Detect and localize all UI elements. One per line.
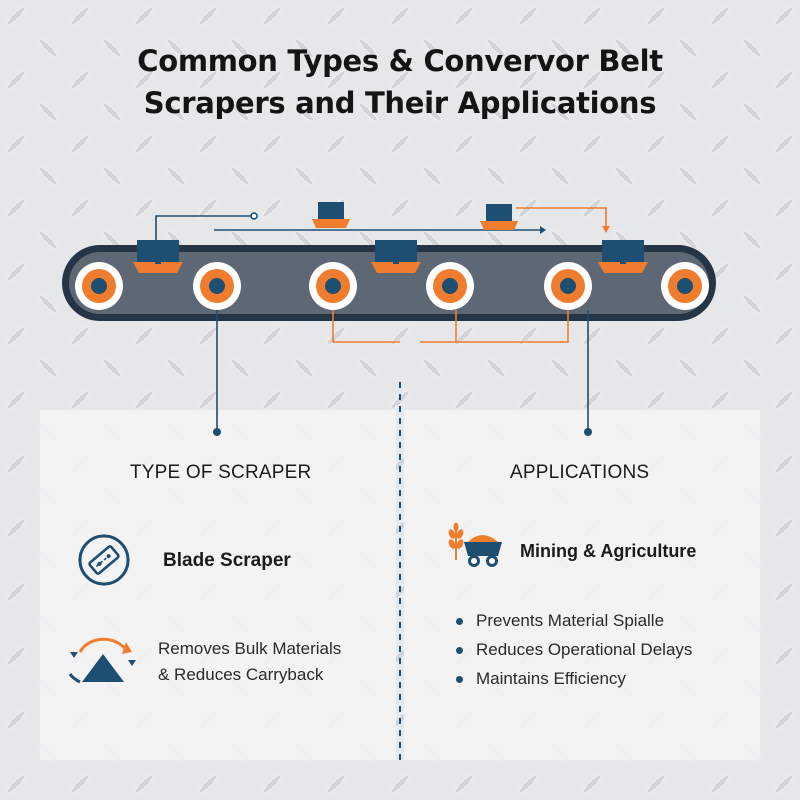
- blade-scraper-title: Blade Scraper: [163, 550, 291, 571]
- list-item: Prevents Material Spialle: [456, 608, 692, 637]
- removes-line-2: & Reduces Carryback: [158, 665, 324, 684]
- scraper-belt-3: [598, 240, 648, 273]
- page-title: Common Types & Convervor Belt Scrapers a…: [0, 40, 800, 124]
- roller: [544, 262, 592, 310]
- benefits-list: Prevents Material Spialle Reduces Operat…: [456, 608, 692, 695]
- material-pile-cycle-icon: [68, 637, 136, 684]
- title-line-2: Scrapers and Their Applications: [143, 86, 657, 120]
- bullet-text: Prevents Material Spialle: [476, 611, 665, 630]
- roller: [661, 262, 709, 310]
- applications-panel: [404, 410, 760, 760]
- scraper-belt-1: [133, 240, 183, 273]
- bullet-dot: [456, 676, 463, 683]
- roller: [193, 262, 241, 310]
- bullet-text: Maintains Efficiency: [476, 669, 626, 688]
- roller: [309, 262, 357, 310]
- flow-lines: [155, 207, 610, 240]
- scraper-top-2: [480, 204, 518, 230]
- roller: [426, 262, 474, 310]
- scraper-top-1: [312, 202, 350, 228]
- type-of-scraper-heading: TYPE OF SCRAPER: [130, 462, 312, 483]
- removes-line-1: Removes Bulk Materials: [158, 639, 342, 658]
- mining-agriculture-title: Mining & Agriculture: [520, 541, 697, 561]
- applications-heading: APPLICATIONS: [510, 462, 650, 483]
- removes-description: Removes Bulk Materials & Reduces Carryba…: [158, 636, 341, 688]
- list-item: Reduces Operational Delays: [456, 637, 692, 666]
- mining-cart-wheat-icon: [448, 522, 502, 567]
- scraper-belt-2: [371, 240, 421, 273]
- bullet-text: Reduces Operational Delays: [476, 640, 693, 659]
- roller: [75, 262, 123, 310]
- bullet-dot: [456, 618, 463, 625]
- list-item: Maintains Efficiency: [456, 666, 692, 695]
- rollers: [75, 262, 709, 310]
- bullet-dot: [456, 647, 463, 654]
- connector-lines: [213, 310, 592, 436]
- blade-scraper-icon: [78, 534, 130, 586]
- title-line-1: Common Types & Convervor Belt: [137, 44, 663, 78]
